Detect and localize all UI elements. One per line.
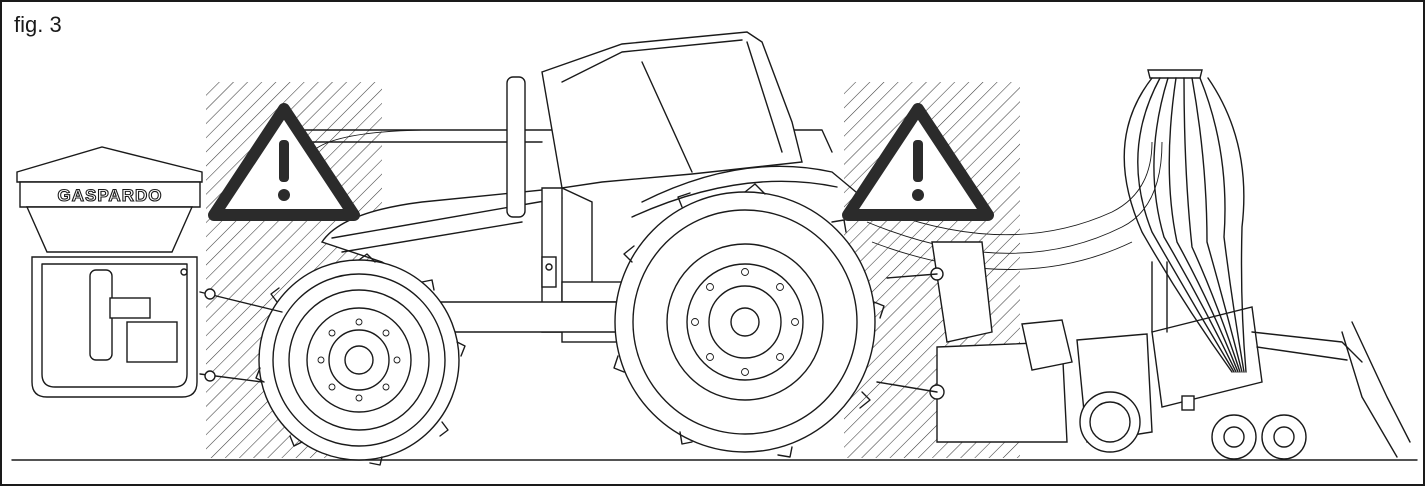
tractor-body [301,31,863,343]
front-wheel [255,253,466,466]
planter-frame [876,241,1411,460]
hopper-brand-text: GASPARDO [58,186,163,205]
rear-wheel [613,183,885,458]
warning-triangle-icon [208,103,360,221]
figure-label: fig. 3 [14,12,62,37]
seed-distribution-head [1123,69,1247,373]
front-linkage [199,288,283,383]
front-hopper [16,146,203,398]
warning-triangle-icon [842,103,994,221]
